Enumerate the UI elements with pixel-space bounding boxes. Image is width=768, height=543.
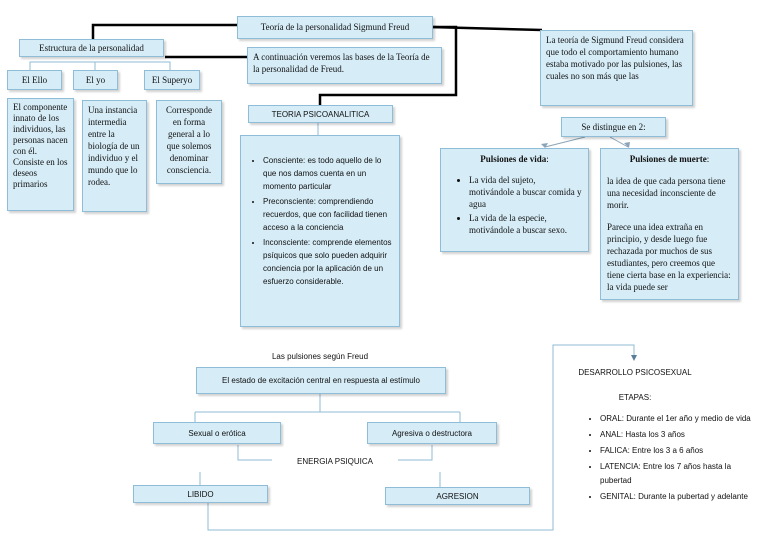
vida-title: Pulsiones de vida — [480, 154, 547, 164]
agresion-text: AGRESION — [436, 492, 479, 501]
title-box: Teoría de la personalidad Sigmund Freud — [237, 16, 433, 39]
muerte-title-row: Pulsiones de muerte: — [607, 153, 732, 165]
list-item: FALICA: Entre los 3 a 6 años — [600, 444, 754, 458]
muerte-box: Pulsiones de muerte: la idea de que cada… — [600, 148, 739, 300]
superyo-label: El Superyo — [151, 75, 193, 85]
desarrollo-title: DESARROLLO PSICOSEXUAL — [578, 368, 692, 377]
agresion-box: AGRESION — [385, 487, 530, 505]
libido-text: LIBIDO — [187, 490, 214, 499]
estado-box: El estado de excitación central en respu… — [196, 367, 446, 394]
list-item: La vida de la especie, motivándole a bus… — [469, 212, 582, 236]
estructura-title-box: Estructura de la personalidad — [19, 39, 164, 57]
superyo-desc-box: Corresponde en forma general a lo que so… — [156, 100, 222, 184]
distingue-text: Se distingue en 2: — [581, 122, 646, 132]
sexual-text: Sexual o erótica — [188, 429, 246, 438]
vida-title-row: Pulsiones de vida: — [447, 153, 582, 165]
vida-list: La vida del sujeto, motivándole a buscar… — [447, 174, 582, 236]
list-item: GENITAL: Durante la pubertad y adelante — [600, 490, 754, 504]
desarrollo-list-wrap: ORAL: Durante el 1er año y medio de vida… — [584, 412, 754, 506]
etapas-label: ETAPAS: — [618, 393, 652, 402]
yo-label: El yo — [85, 75, 106, 85]
ello-label: El Ello — [21, 75, 48, 85]
yo-label-box: El yo — [73, 70, 118, 90]
psicoanalitica-list: Consciente: es todo aquello de lo que no… — [247, 154, 393, 288]
muerte-p2: Parece una idea extraña en principio, y … — [607, 222, 731, 292]
freud-note-text: La teoría de Sigmund Freud considera que… — [546, 35, 684, 81]
list-item: La vida del sujeto, motivándole a buscar… — [469, 174, 582, 210]
sexual-box: Sexual o erótica — [153, 422, 281, 444]
distingue-box: Se distingue en 2: — [561, 117, 666, 137]
vida-title-suffix: : — [546, 154, 549, 164]
intro-box: A continuación veremos las bases de la T… — [247, 47, 442, 84]
superyo-label-box: El Superyo — [144, 70, 200, 90]
list-item: Inconsciente: comprende elementos psíqui… — [263, 236, 393, 288]
freud-note-box: La teoría de Sigmund Freud considera que… — [540, 30, 693, 106]
estado-text: El estado de excitación central en respu… — [222, 376, 420, 385]
list-item: Preconsciente: comprendiendo recuerdos, … — [263, 195, 393, 234]
agresiva-box: Agresiva o destructora — [367, 422, 497, 444]
libido-box: LIBIDO — [133, 485, 268, 503]
energia-label: ENERGIA PSIQUICA — [296, 457, 374, 466]
intro-text: A continuación veremos las bases de la T… — [253, 52, 430, 74]
muerte-title-suffix: : — [706, 154, 710, 164]
list-item: ANAL: Hasta los 3 años — [600, 428, 754, 442]
estructura-title: Estructura de la personalidad — [39, 43, 144, 53]
vida-box: Pulsiones de vida: La vida del sujeto, m… — [440, 148, 589, 252]
ello-label-box: El Ello — [7, 70, 62, 90]
superyo-desc: Corresponde en forma general a lo que so… — [166, 105, 212, 175]
desarrollo-list: ORAL: Durante el 1er año y medio de vida… — [584, 412, 754, 504]
list-item: LATENCIA: Entre los 7 años hasta la pube… — [600, 460, 754, 488]
list-item: ORAL: Durante el 1er año y medio de vida — [600, 412, 754, 426]
ello-desc: El componente innato de los individuos, … — [13, 102, 68, 189]
psicoanalitica-title-box: TEORIA PSICOANALITICA — [248, 105, 393, 123]
list-item: Consciente: es todo aquello de lo que no… — [263, 154, 393, 193]
psicoanalitica-box: Consciente: es todo aquello de lo que no… — [240, 135, 400, 327]
psicoanalitica-title: TEORIA PSICOANALITICA — [271, 110, 370, 119]
muerte-p1: la idea de que cada persona tiene una ne… — [607, 176, 726, 210]
ello-desc-box: El componente innato de los individuos, … — [7, 98, 74, 211]
yo-desc-box: Una instancia intermedia entre la biolog… — [82, 100, 147, 212]
muerte-title: Pulsiones de muerte — [629, 154, 707, 164]
yo-desc: Una instancia intermedia entre la biolog… — [88, 105, 140, 187]
title-text: Teoría de la personalidad Sigmund Freud — [260, 22, 410, 32]
agresiva-text: Agresiva o destructora — [391, 429, 473, 438]
